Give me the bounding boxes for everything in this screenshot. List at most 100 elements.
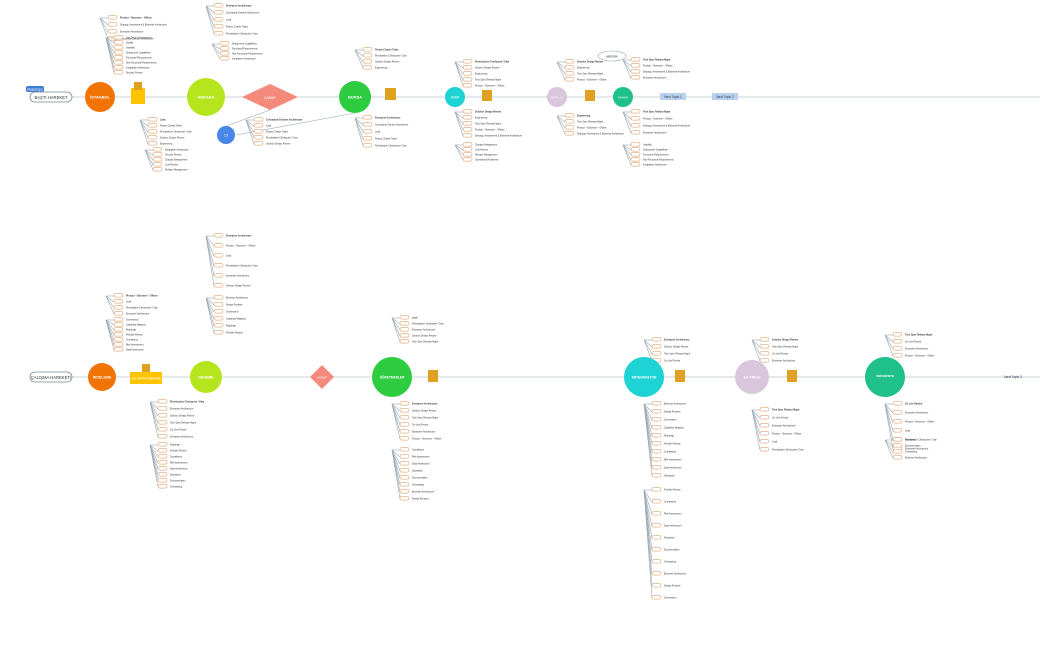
branch-tag[interactable] (892, 419, 903, 424)
branch-tag[interactable] (213, 243, 224, 248)
branch-tag[interactable] (362, 143, 373, 148)
branch-tag[interactable] (399, 482, 410, 487)
end-box-1[interactable]: Next Topic 1 (660, 93, 686, 100)
branch-tag[interactable] (362, 129, 373, 134)
branch-tag[interactable] (399, 447, 410, 452)
branch-tag[interactable] (462, 147, 473, 152)
branch-tag[interactable] (630, 57, 641, 62)
branch-tag[interactable] (462, 121, 473, 126)
branch-tag[interactable] (892, 443, 903, 448)
decision-diamond-2[interactable]: KARAR (310, 365, 334, 389)
branch-tag[interactable] (399, 321, 410, 326)
branch-tag[interactable] (113, 65, 124, 70)
branch-tag[interactable] (651, 337, 662, 342)
note-card[interactable] (131, 88, 145, 104)
branch-tag[interactable] (630, 130, 641, 135)
branch-tag[interactable] (213, 263, 224, 268)
branch-tag[interactable] (462, 127, 473, 132)
branch-tag[interactable] (759, 423, 770, 428)
branch-tag[interactable] (462, 71, 473, 76)
branch-tag[interactable] (219, 51, 230, 56)
branch-tag[interactable] (651, 499, 662, 504)
branch-tag[interactable] (213, 330, 224, 335)
branch-tag[interactable] (462, 83, 473, 88)
branch-tag[interactable] (213, 3, 224, 8)
branch-tag[interactable] (362, 136, 373, 141)
branch-tag[interactable] (651, 344, 662, 349)
branch-tag[interactable] (113, 299, 124, 304)
branch-tag[interactable] (253, 129, 264, 134)
branch-tag[interactable] (651, 465, 662, 470)
branch-tag[interactable] (651, 351, 662, 356)
branch-tag[interactable] (892, 455, 903, 460)
branch-tag[interactable] (399, 461, 410, 466)
branch-tag[interactable] (147, 135, 158, 140)
branch-tag[interactable] (399, 496, 410, 501)
branch-tag[interactable] (219, 56, 230, 61)
branch-tag[interactable] (462, 157, 473, 162)
node-bursa[interactable]: BURSA (339, 81, 371, 113)
branch-tag[interactable] (651, 487, 662, 492)
branch-tag[interactable] (564, 59, 575, 64)
branch-tag[interactable] (651, 547, 662, 552)
branch-tag[interactable] (651, 559, 662, 564)
node-ogretmenler[interactable]: ÖĞRETMENLER (372, 357, 412, 397)
branch-tag[interactable] (759, 344, 770, 349)
branch-tag[interactable] (157, 448, 168, 453)
branch-tag[interactable] (213, 24, 224, 29)
branch-tag[interactable] (462, 65, 473, 70)
branch-tag[interactable] (399, 339, 410, 344)
branch-tag[interactable] (651, 449, 662, 454)
branch-tag[interactable] (147, 123, 158, 128)
branch-tag[interactable] (462, 133, 473, 138)
branch-tag[interactable] (651, 401, 662, 406)
branch-tag[interactable] (147, 129, 158, 134)
branch-tag[interactable] (564, 77, 575, 82)
branch-tag[interactable] (630, 63, 641, 68)
branch-tag[interactable] (651, 425, 662, 430)
yellow-step-box[interactable]: İLK HAFTA ADIMLARI (130, 364, 162, 384)
branch-tag[interactable] (564, 131, 575, 136)
branch-tag[interactable] (157, 442, 168, 447)
branch-tag[interactable] (157, 413, 168, 418)
start-pill[interactable]: Başlangıç BAŞTI HAREKET (26, 86, 73, 103)
branch-tag[interactable] (213, 316, 224, 321)
branch-tag[interactable] (107, 29, 118, 34)
branch-tag[interactable] (113, 35, 124, 40)
branch-tag[interactable] (113, 342, 124, 347)
branch-tag[interactable] (157, 460, 168, 465)
branch-tag[interactable] (213, 283, 224, 288)
branch-tag[interactable] (892, 410, 903, 415)
end-box-2[interactable]: Next Topic 2 (712, 93, 738, 100)
branch-tag[interactable] (892, 339, 903, 344)
branch-tag[interactable] (564, 113, 575, 118)
branch-tag[interactable] (253, 135, 264, 140)
branch-tag[interactable] (651, 511, 662, 516)
branch-tag[interactable] (113, 347, 124, 352)
branch-tag[interactable] (630, 157, 641, 162)
branch-tag[interactable] (630, 123, 641, 128)
branch-tag[interactable] (399, 475, 410, 480)
branch-tag[interactable] (213, 10, 224, 15)
branch-tag[interactable] (892, 449, 903, 454)
branch-tag[interactable] (892, 332, 903, 337)
node-istanbul[interactable]: İSTANBUL (85, 82, 115, 112)
node-adana[interactable]: ADANA (613, 87, 633, 107)
branch-tag[interactable] (213, 309, 224, 314)
branch-tag[interactable] (213, 31, 224, 36)
branch-tag[interactable] (564, 65, 575, 70)
branch-tag[interactable] (113, 70, 124, 75)
branch-tag[interactable] (630, 147, 641, 152)
branch-tag[interactable] (892, 401, 903, 406)
branch-tag[interactable] (462, 152, 473, 157)
branch-tag[interactable] (651, 583, 662, 588)
branch-tag[interactable] (892, 346, 903, 351)
branch-tag[interactable] (113, 40, 124, 45)
branch-tag[interactable] (213, 233, 224, 238)
branch-tag[interactable] (113, 317, 124, 322)
branch-tag[interactable] (630, 162, 641, 167)
branch-tag[interactable] (892, 437, 903, 442)
branch-tag[interactable] (213, 273, 224, 278)
branch-tag[interactable] (892, 428, 903, 433)
branch-tag[interactable] (253, 117, 264, 122)
